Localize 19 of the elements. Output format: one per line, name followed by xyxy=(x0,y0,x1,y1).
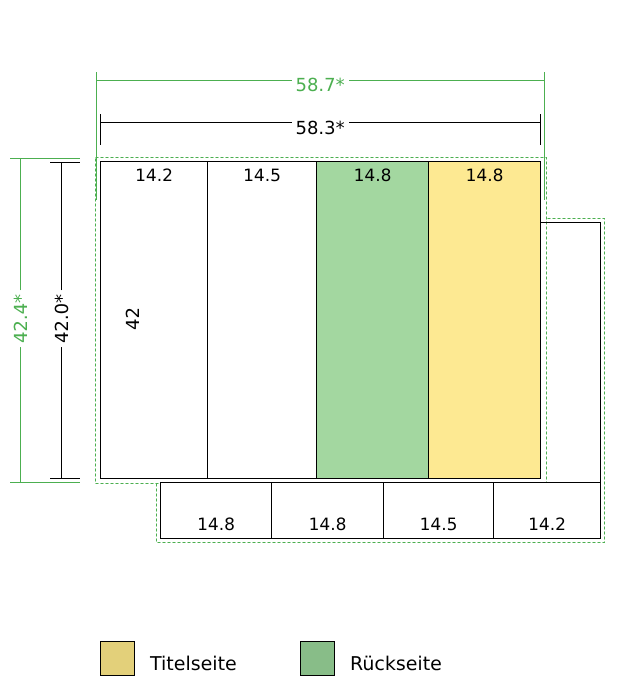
panel-width-label: 14.8 xyxy=(464,166,504,186)
panel-width-label: 14.8 xyxy=(352,166,392,186)
panel-width-label: 14.8 xyxy=(196,515,236,535)
panel xyxy=(100,161,208,479)
legend-label: Titelseite xyxy=(150,653,237,675)
dimension-label: 42 xyxy=(122,306,144,332)
panel-width-label: 14.5 xyxy=(242,166,282,186)
panel-width-label: 14.8 xyxy=(308,515,348,535)
panel xyxy=(383,482,494,539)
panel-width-label: 14.2 xyxy=(134,166,174,186)
panel xyxy=(207,161,317,479)
panel xyxy=(160,482,272,539)
panel xyxy=(316,161,429,479)
panel xyxy=(271,482,384,539)
panel xyxy=(428,161,541,479)
panel xyxy=(493,482,601,539)
panel-width-label: 14.5 xyxy=(418,515,458,535)
panel-width-label: 14.2 xyxy=(527,515,567,535)
legend-label: Rückseite xyxy=(350,653,442,675)
